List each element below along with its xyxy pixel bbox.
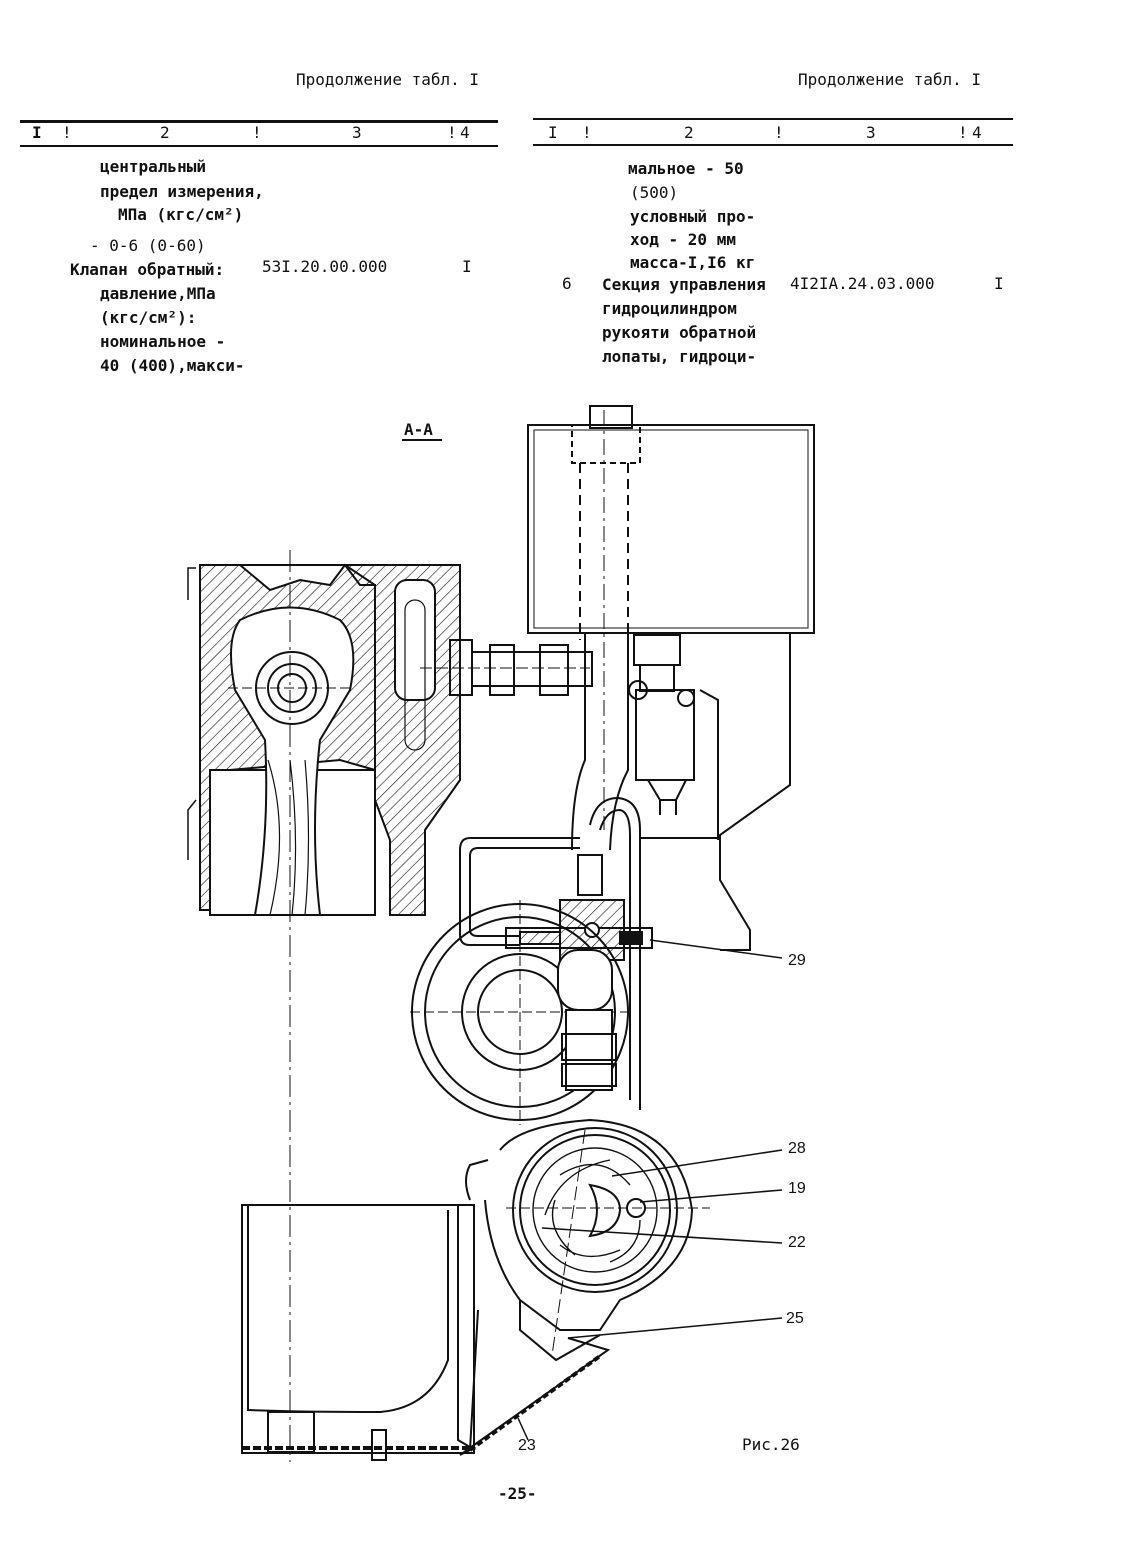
right-col-2: 2	[684, 123, 694, 142]
page-number: -25-	[498, 1484, 537, 1503]
callout-29: 29	[788, 952, 806, 969]
tank-plug	[589, 405, 633, 429]
right-continuation-title: Продолжение табл. I	[798, 70, 982, 89]
vertical-pipe	[571, 633, 629, 851]
outlet-chute	[241, 1204, 611, 1461]
left-line-3: МПа (кгс/см²)	[118, 205, 244, 224]
right-line-7: гидроцилиндром	[602, 299, 737, 318]
left-line-4: - 0-6 (0-60)	[90, 236, 206, 255]
left-line-6: давление,МПа	[100, 284, 216, 303]
left-col-1: I	[32, 123, 42, 142]
left-line-9: 40 (400),макси-	[100, 356, 245, 375]
right-line-8: рукояти обратной	[602, 323, 757, 342]
left-col-sep-2: !	[252, 123, 262, 142]
right-line-9: лопаты, гидроци-	[602, 347, 757, 366]
right-code: 4I2IA.24.03.000	[790, 274, 935, 293]
oil-tank	[527, 424, 815, 634]
left-col-3: 3	[352, 123, 362, 142]
right-col-4: 4	[972, 123, 982, 142]
left-col-sep-3: !	[447, 123, 457, 142]
figure-caption: Рис.26	[742, 1435, 800, 1454]
housing-outline	[719, 633, 791, 951]
right-col-sep-2: !	[774, 123, 784, 142]
left-qty: I	[462, 257, 472, 276]
left-line-1: центральный	[100, 157, 206, 176]
left-header-rule-bottom	[20, 145, 498, 147]
right-line-6: Секция управления	[602, 275, 766, 294]
right-col-sep-3: !	[958, 123, 968, 142]
right-col-1: I	[548, 123, 558, 142]
gear-pump	[410, 900, 630, 1125]
right-col-sep-1: !	[582, 123, 592, 142]
right-line-4: ход - 20 мм	[630, 230, 736, 249]
callout-19: 19	[788, 1180, 806, 1197]
right-line-5: масса-I,I6 кг	[630, 253, 756, 272]
section-label: А-А	[404, 420, 433, 439]
callout-23: 23	[518, 1437, 536, 1454]
return-pipe	[459, 837, 580, 946]
right-header-rule-bottom	[533, 144, 1013, 146]
callout-22: 22	[788, 1234, 806, 1251]
right-header-rule-top	[533, 118, 1013, 120]
right-col-3: 3	[866, 123, 876, 142]
right-line-1: мальное - 50	[628, 159, 744, 178]
left-line-2: предел измерения,	[100, 182, 264, 201]
left-continuation-title: Продолжение табл. I	[296, 70, 480, 89]
cylinder-section	[187, 550, 461, 1462]
left-col-4: 4	[460, 123, 470, 142]
left-line-5: Клапан обратный:	[70, 260, 225, 279]
right-qty: I	[994, 274, 1004, 293]
right-line-3: условный про-	[630, 207, 756, 226]
left-col-2: 2	[160, 123, 170, 142]
impeller-pump	[465, 1118, 710, 1362]
left-code: 53I.20.00.000	[262, 257, 388, 276]
left-header-rule-top	[20, 120, 498, 123]
left-line-8: номинальное -	[100, 332, 226, 351]
callout-28: 28	[788, 1140, 806, 1157]
callout-25: 25	[786, 1310, 804, 1327]
left-col-sep-1: !	[62, 123, 72, 142]
right-num: 6	[562, 274, 572, 293]
left-line-7: (кгс/см²):	[100, 308, 197, 327]
pipe-connector	[420, 639, 593, 696]
right-line-2: (500)	[630, 183, 679, 202]
filter-assembly	[628, 634, 719, 840]
